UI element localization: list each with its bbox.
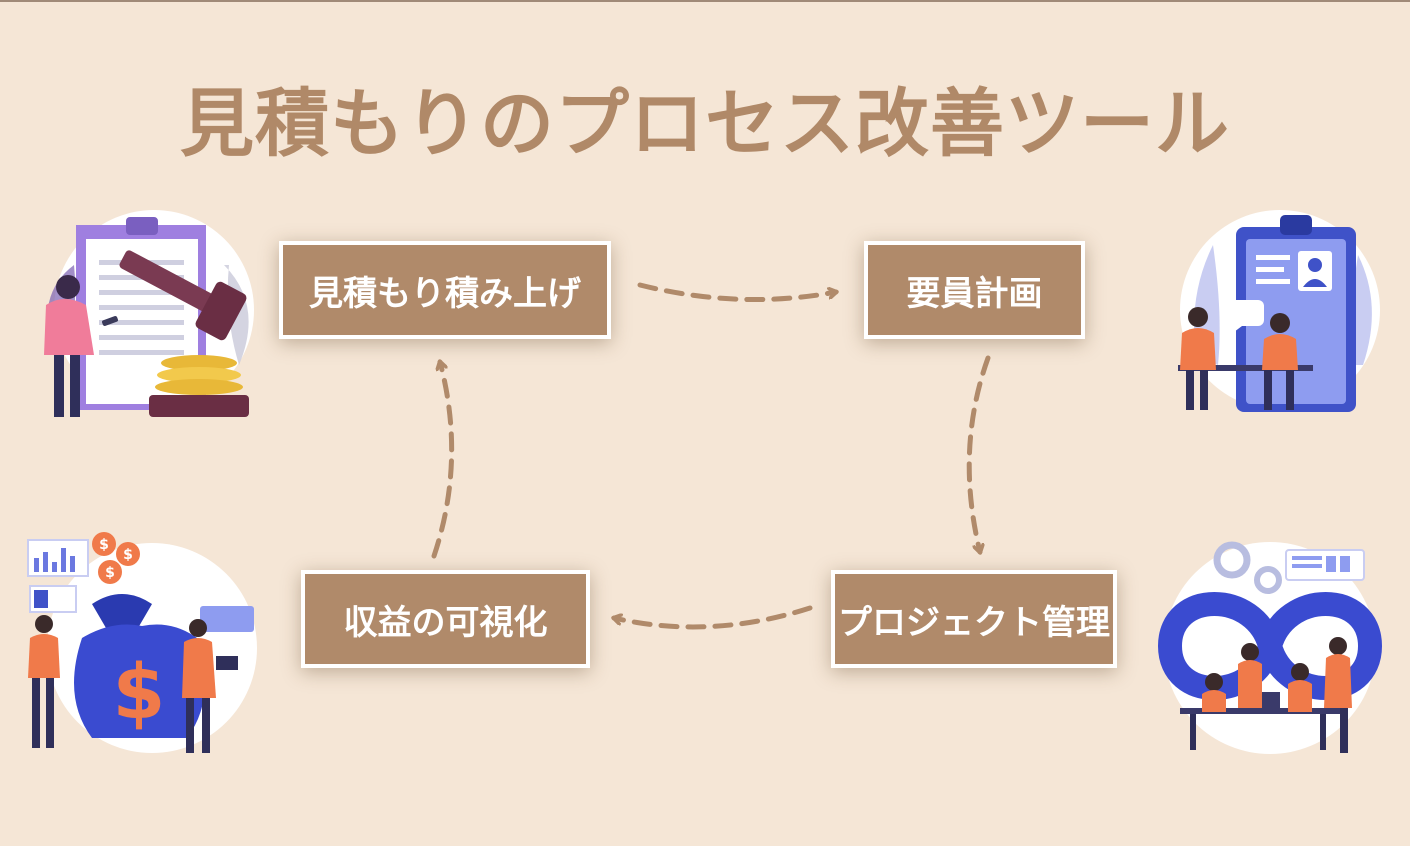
page-title: 見積もりのプロセス改善ツール <box>180 81 1230 167</box>
step-project-management: プロジェクト管理 <box>831 570 1117 668</box>
svg-text:$: $ <box>105 565 115 581</box>
arrow-project-to-revenue <box>614 605 813 630</box>
step-staffing-plan: 要員計画 <box>864 241 1085 339</box>
step-revenue-visualization: 収益の可視化 <box>301 570 590 668</box>
svg-text:$: $ <box>99 537 109 553</box>
auction-gavel-coins-illustration <box>44 210 254 417</box>
arrow-estimate-to-staffing <box>637 282 836 303</box>
svg-text:$: $ <box>113 647 166 736</box>
arrow-staffing-to-project <box>966 355 991 552</box>
recruitment-clipboard-interview-illustration <box>1178 210 1380 412</box>
team-infinity-collaboration-illustration <box>1157 541 1383 754</box>
top-divider <box>0 0 1410 2</box>
step-estimate-buildup: 見積もり積み上げ <box>279 241 611 339</box>
money-bag-revenue-illustration: $ $ $ $ <box>27 532 257 753</box>
arrow-revenue-to-estimate <box>431 362 455 559</box>
svg-text:$: $ <box>123 547 133 563</box>
